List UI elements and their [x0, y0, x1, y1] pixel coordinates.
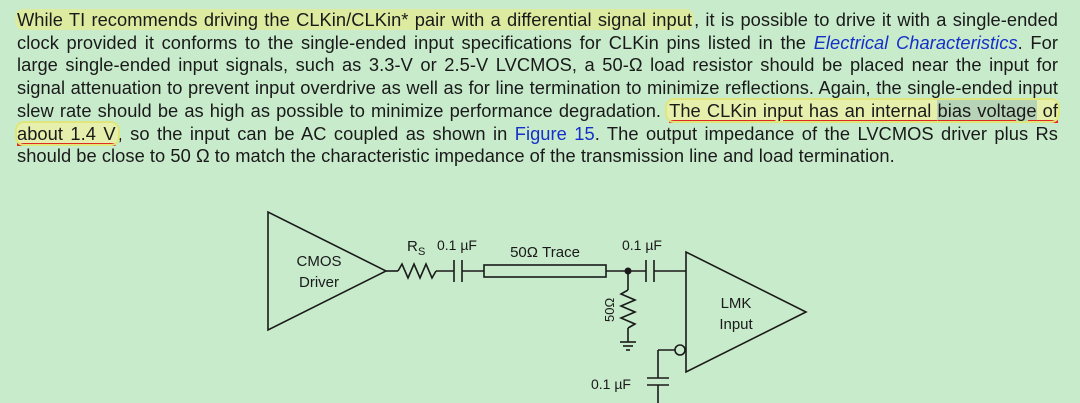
text-segment: of about 1.4 V — [17, 99, 1058, 144]
cmos-driver-symbol — [267, 210, 388, 332]
text-segment: The CLKin input has an internal — [669, 99, 938, 121]
electrical-characteristics-link[interactable]: Electrical Characteristics — [813, 31, 1018, 53]
driver-label-line2: Driver — [299, 274, 339, 291]
rs-resistor — [397, 261, 437, 281]
cap3-label: 0.1 µF — [591, 376, 631, 392]
bias-voltage-term: bias voltage — [937, 99, 1037, 121]
trace-label: 50Ω Trace — [510, 244, 580, 261]
highlight-sentence-1: While TI recommends driving the CLKin/CL… — [15, 9, 695, 30]
cap1-label: 0.1 µF — [437, 237, 477, 253]
lmk-input-symbol — [685, 250, 808, 374]
junction-dot — [624, 267, 632, 275]
receiver-label-line1: LMK — [721, 295, 752, 312]
text-segment: . The output impedance of the LVCMOS dri… — [17, 122, 1058, 167]
termination-resistor — [618, 289, 638, 329]
trace-50ohm — [483, 264, 607, 278]
text-segment: , it is possible to drive it with a sing… — [17, 9, 1059, 53]
term-res-label: 50Ω — [602, 298, 617, 322]
rs-label: R — [407, 238, 418, 255]
cap2-label: 0.1 µF — [622, 237, 662, 253]
text-segment: , so the input can be AC coupled as show… — [117, 122, 515, 144]
driver-label-line1: CMOS — [297, 253, 342, 270]
receiver-label-line2: Input — [719, 316, 753, 333]
body-paragraph: While TI recommends driving the CLKin/CL… — [15, 9, 1060, 168]
rs-subscript: S — [418, 246, 425, 258]
figure-15-link[interactable]: Figure 15 — [514, 122, 595, 144]
text-segment: . For large single-ended input signals, … — [17, 31, 1058, 121]
